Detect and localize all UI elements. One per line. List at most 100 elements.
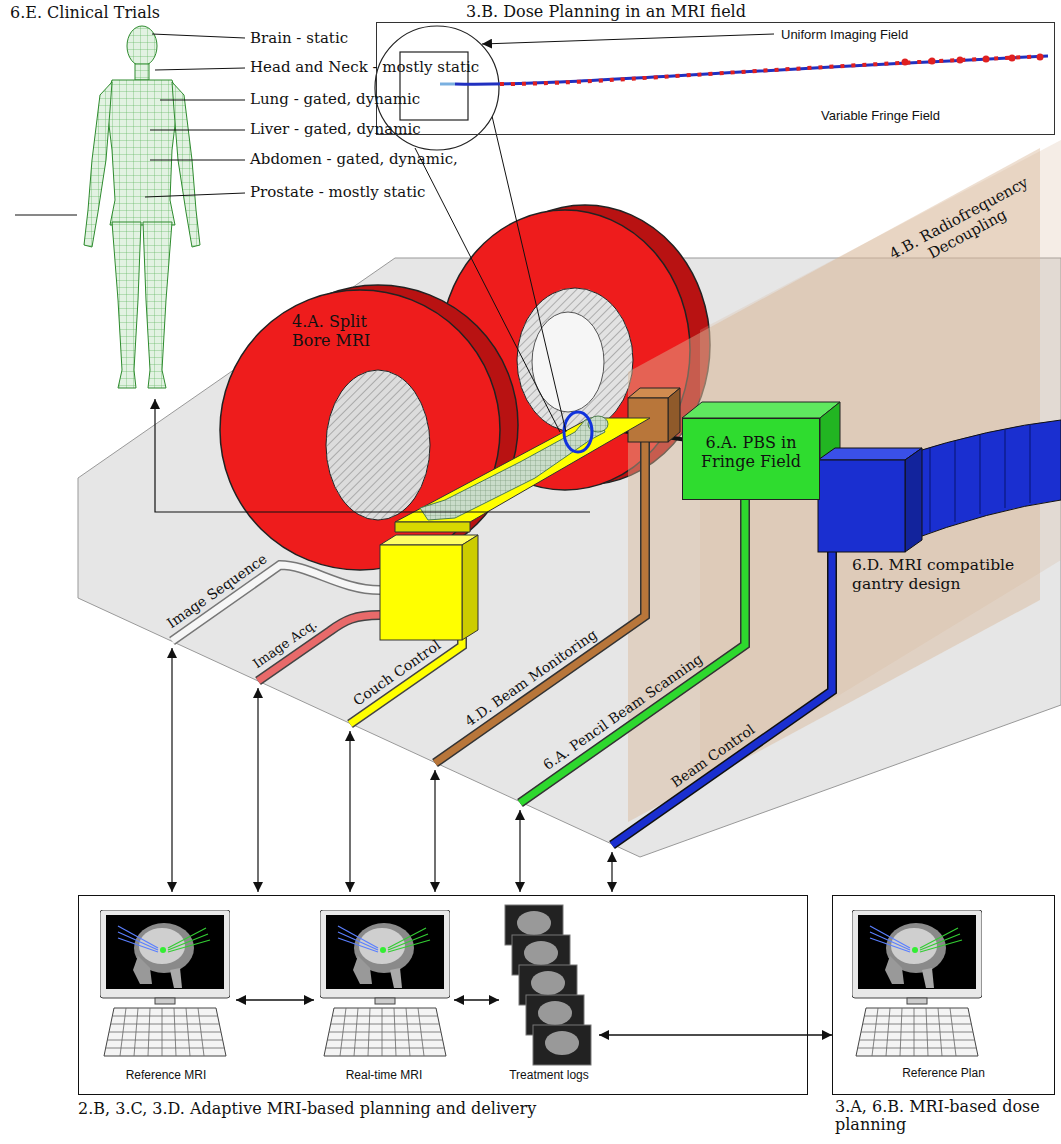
leader-line: [155, 68, 245, 70]
patient-couch: [380, 545, 462, 640]
double-arrow: [599, 1034, 832, 1036]
pbs-box-faces: [682, 402, 840, 418]
field-drawing: [929, 58, 936, 65]
body-figure: [172, 82, 200, 247]
log-images: [505, 905, 591, 1065]
leader-line: [160, 100, 245, 101]
workstation: Reference MRI: [96, 904, 236, 1088]
patient-couch: [380, 418, 650, 640]
box-label: 6.A. PBS in Fringe Field: [689, 433, 813, 471]
pbs-box: 6.A. PBS in Fringe Field: [682, 418, 820, 500]
double-arrow: [236, 999, 314, 1001]
trial-arrow: [155, 399, 590, 512]
mri-magnet-front: [326, 370, 430, 520]
leader-line: [150, 130, 245, 131]
patient-couch: [395, 418, 650, 522]
leader-line: [15, 34, 245, 215]
site-label: Head and Neck - mostly static: [250, 58, 479, 76]
patient-couch: [462, 535, 478, 640]
gantry: [818, 448, 922, 460]
log-images: [524, 941, 558, 965]
mri-magnet-front: [220, 290, 500, 570]
signal-arrow: [611, 852, 612, 892]
body-figure: [135, 64, 149, 80]
gantry: [905, 420, 1061, 542]
log-images: [517, 911, 551, 935]
mri-magnet-rear: [517, 288, 633, 432]
leader-line: [145, 193, 245, 197]
signal-arrow: [257, 688, 258, 892]
mri-magnet-front: [220, 285, 518, 570]
field-drawing: [500, 56, 1048, 84]
log-stack: Treatment logs: [499, 904, 599, 1088]
patient-couch: [380, 535, 478, 545]
section-label: 6.D. MRI compatible gantry design: [852, 556, 1057, 593]
field-label: Uniform Imaging Field: [781, 27, 908, 43]
workstation-caption: Treatment logs: [499, 1068, 599, 1082]
magnet-label: 4.A. Split Bore MRI: [292, 312, 396, 350]
field-drawing: [440, 83, 455, 86]
mri-magnet-front: [326, 370, 430, 520]
signal-arrow: [349, 731, 350, 892]
leader-line: [492, 116, 566, 432]
workstation: Real-time MRI: [314, 904, 454, 1088]
site-label: Liver - gated, dynamic: [250, 120, 421, 138]
rf-decoupling-plane: [628, 140, 1061, 822]
workstation-caption: Real-time MRI: [314, 1068, 454, 1082]
double-arrow: [454, 999, 499, 1001]
signal-arrow: [519, 810, 520, 892]
beam-monitor-box: [628, 388, 680, 442]
gantry: [930, 424, 1030, 532]
field-drawing: [902, 59, 909, 66]
site-label: Brain - static: [250, 29, 348, 47]
mri-magnet-rear: [532, 312, 604, 412]
panel-caption: 3.A, 6.B. MRI-based dose planning: [835, 1098, 1054, 1135]
workstation-icon: [320, 910, 450, 1056]
panel-heading: 3.B. Dose Planning in an MRI field: [466, 2, 746, 21]
magnet-label-area: 4.A. Split Bore MRI: [292, 312, 396, 350]
pbs-box-faces: [682, 402, 840, 500]
site-label: Abdomen - gated, dynamic,: [250, 150, 458, 168]
adaptive-planning-panel: 2.B, 3.C, 3.D. Adaptive MRI-based planni…: [78, 895, 808, 1095]
cable: [350, 636, 462, 724]
body-figure: [127, 26, 157, 66]
beam-monitor-box: [668, 388, 680, 442]
workstation-caption: Reference Plan: [833, 1066, 1054, 1080]
field-drawing: [983, 56, 990, 63]
body-figure: [106, 80, 178, 225]
gantry: [818, 420, 1061, 552]
patient-figure: [420, 412, 608, 520]
trial-arrow: [155, 399, 590, 512]
body-figure: [143, 222, 172, 388]
patient-figure: [420, 418, 605, 520]
body-figure: [112, 222, 141, 388]
mri-magnet-rear: [517, 288, 633, 432]
field-drawing: [1009, 55, 1016, 62]
cable: [350, 636, 462, 724]
workstation-icon: [100, 910, 230, 1056]
leader-line: [152, 34, 245, 38]
body-figure: [84, 82, 112, 247]
field-drawing: [1037, 54, 1044, 61]
field-drawing: [375, 26, 1048, 150]
panel-caption: 2.B, 3.C, 3.D. Adaptive MRI-based planni…: [78, 1099, 536, 1118]
gantry: [818, 460, 905, 552]
field-drawing: [482, 34, 774, 44]
leader-line: [415, 148, 560, 432]
field-drawing: [455, 56, 1048, 84]
gantry: [905, 448, 922, 552]
leader-line: [15, 215, 77, 216]
site-label: Lung - gated, dynamic: [250, 90, 420, 108]
log-images: [531, 971, 565, 995]
workstation-caption: Reference MRI: [96, 1068, 236, 1082]
signal-arrow: [171, 648, 172, 892]
patient-couch: [395, 522, 470, 532]
log-images: [538, 1001, 572, 1025]
reference-plan-panel: Reference Plan3.A, 6.B. MRI-based dose p…: [832, 895, 1055, 1095]
dose-planning-panel: 3.B. Dose Planning in an MRI fieldUnifor…: [376, 22, 1055, 135]
patient-figure: [564, 412, 592, 452]
signal-arrow: [434, 770, 435, 892]
site-label: Prostate - mostly static: [250, 183, 425, 201]
workstation-icon: [852, 910, 982, 1056]
